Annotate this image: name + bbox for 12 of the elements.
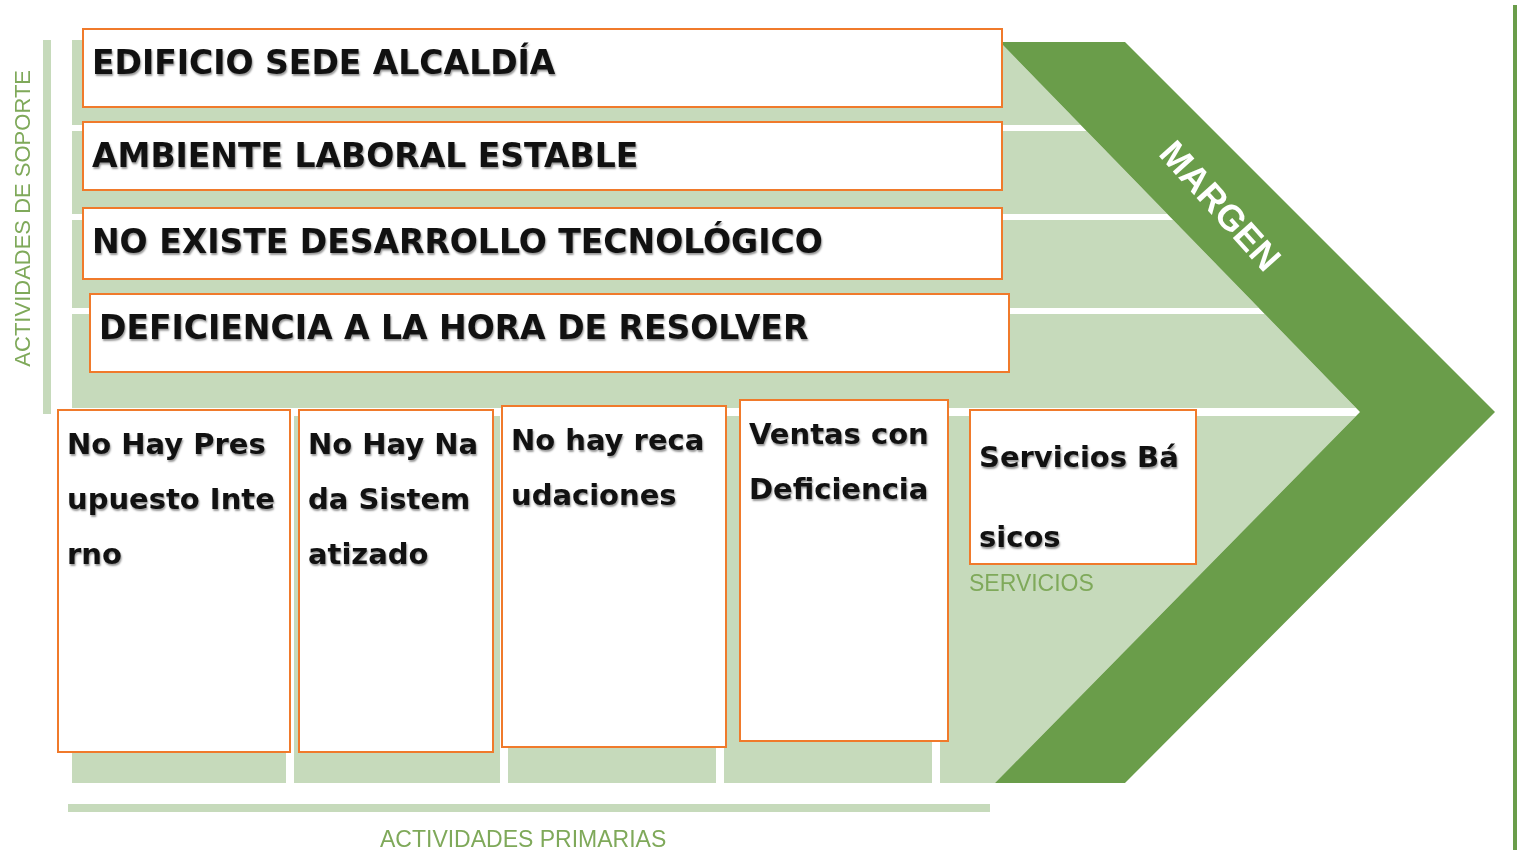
axis-label: ACTIVIDADES PRIMARIAS <box>380 826 667 852</box>
support-activity-box: DEFICIENCIA A LA HORA DE RESOLVER <box>89 293 1010 373</box>
primary-activity-box: Ventas con Deficiencia <box>739 399 949 742</box>
support-activity-box: EDIFICIO SEDE ALCALDÍA <box>82 28 1003 108</box>
primary-activity-box: No Hay Presupuesto Interno <box>57 409 291 753</box>
primary-activity-box: No hay recaudaciones <box>501 405 727 748</box>
primary-activity-box: Servicios Básicos <box>969 409 1197 565</box>
column-label: SERVICIOS <box>969 570 1094 597</box>
primary-activity-box: No Hay Nada Sistematizado <box>298 409 494 753</box>
axis-label: ACTIVIDADES DE SOPORTE <box>10 70 36 367</box>
support-activity-box: NO EXISTE DESARROLLO TECNOLÓGICO <box>82 207 1003 280</box>
support-activity-box: AMBIENTE LABORAL ESTABLE <box>82 121 1003 191</box>
